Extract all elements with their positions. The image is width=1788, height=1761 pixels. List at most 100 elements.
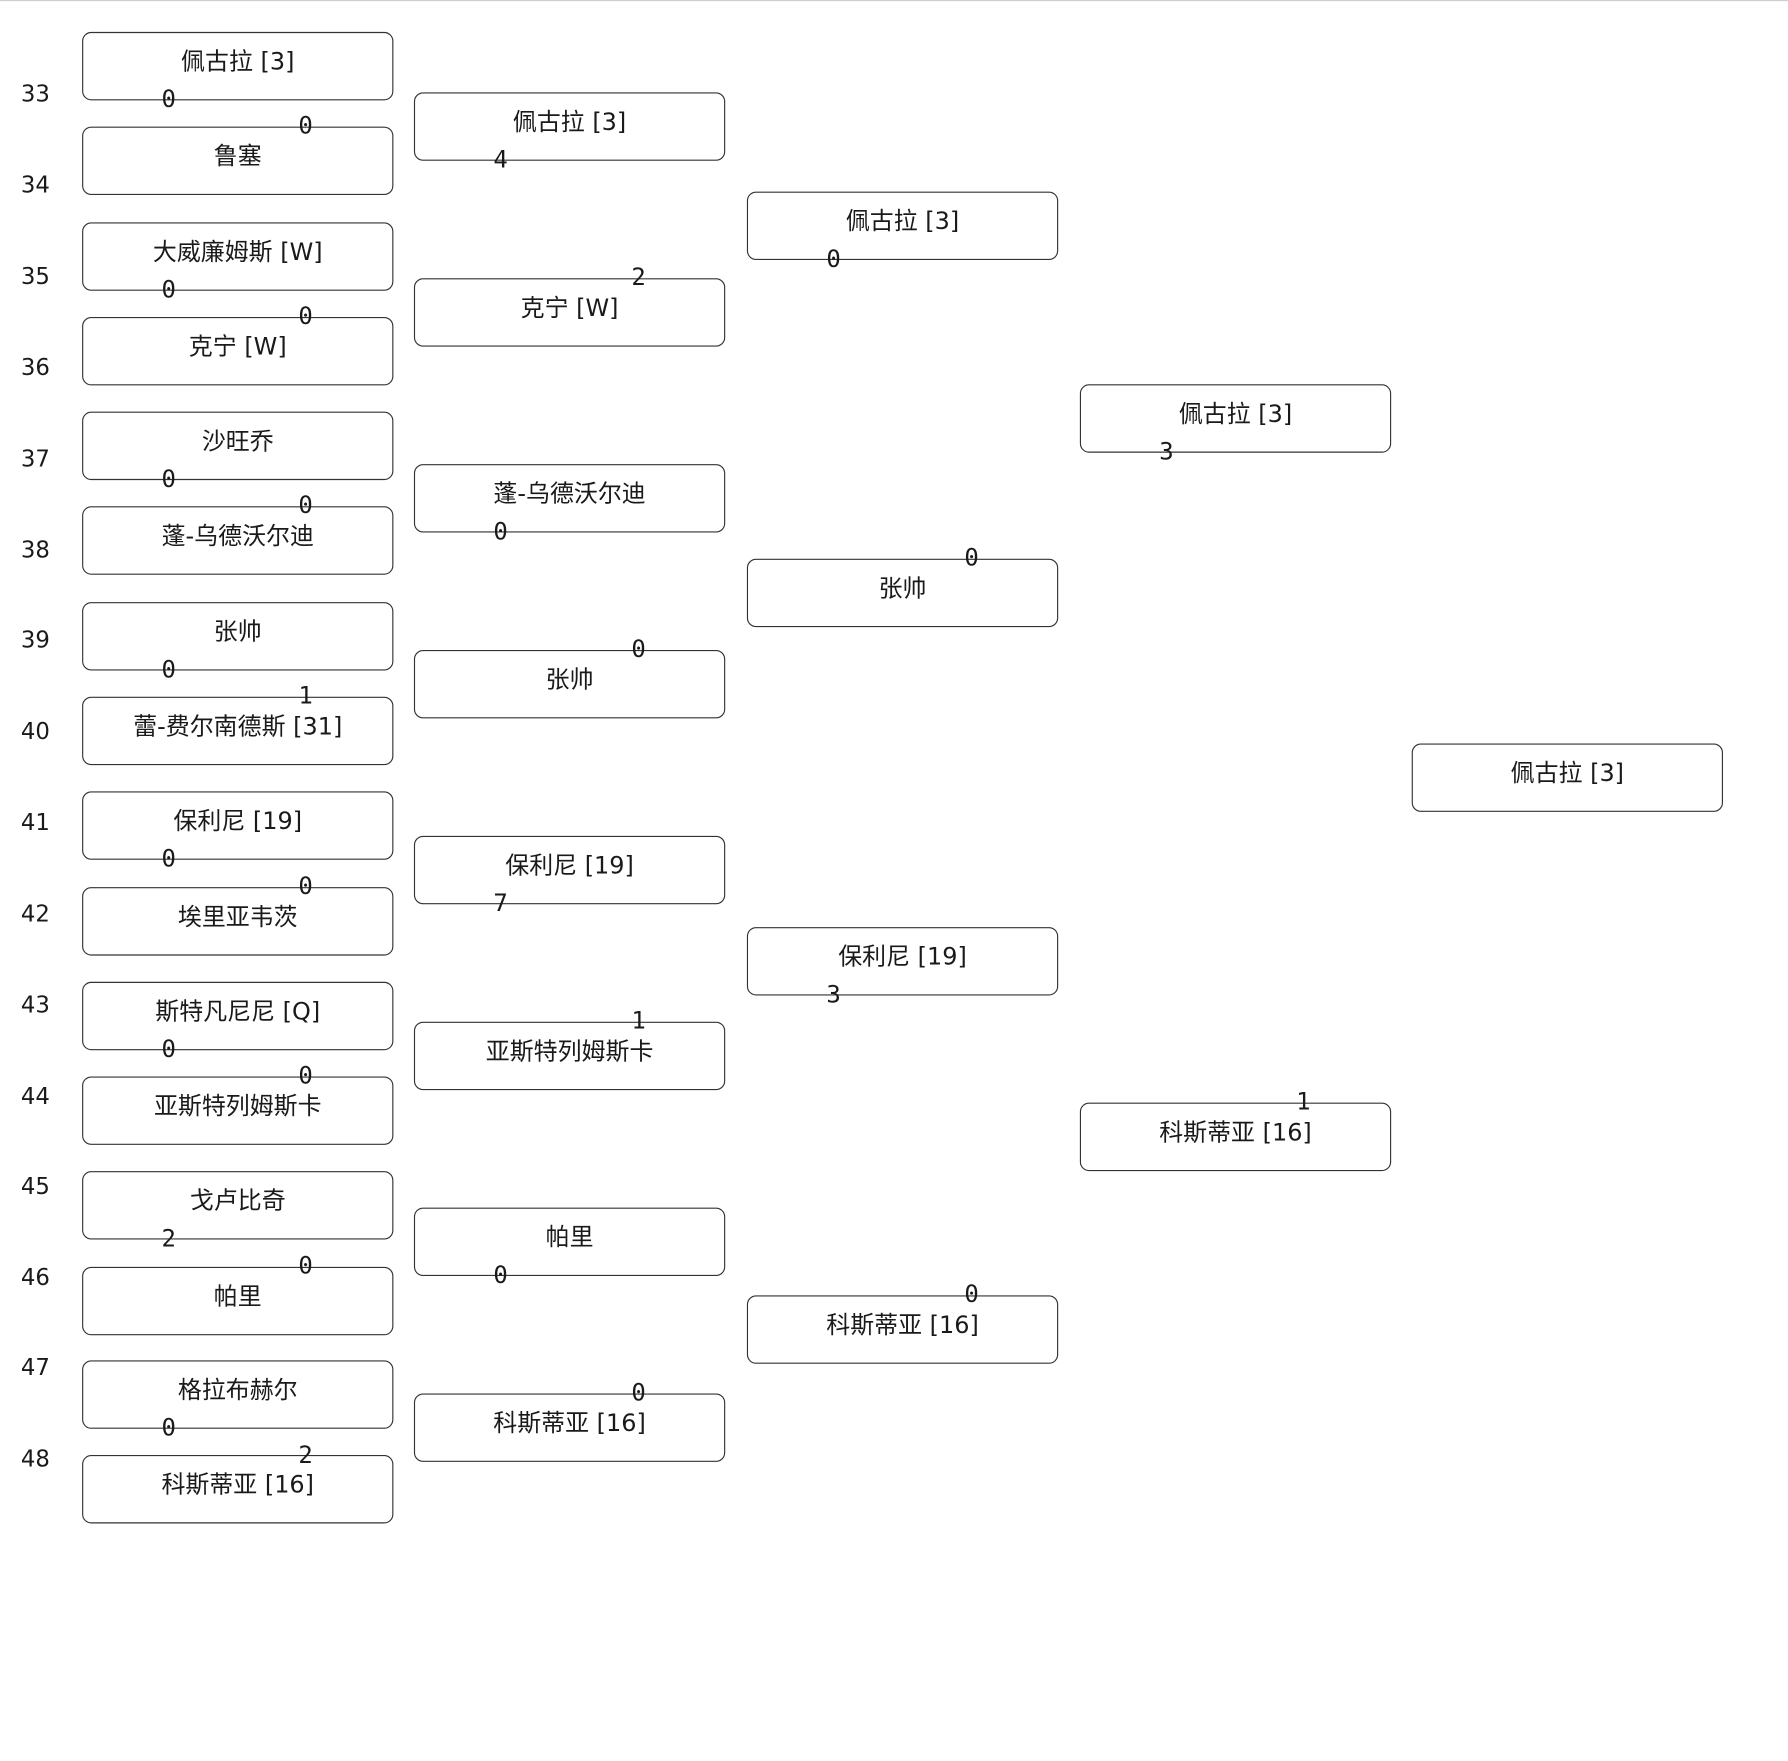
match-score: 0 bbox=[964, 543, 979, 572]
match-slot-final[interactable]: 佩古拉 [3] bbox=[1411, 743, 1723, 812]
player-name: 帕里 bbox=[213, 1282, 262, 1311]
seed-number: 40 bbox=[20, 717, 50, 745]
seed-number: 44 bbox=[20, 1082, 50, 1110]
player-name: 张帅 bbox=[545, 665, 594, 694]
match-score: 0 bbox=[161, 465, 176, 493]
seed-number: 39 bbox=[20, 626, 50, 654]
match-slot-round3[interactable]: 佩古拉 [3] bbox=[746, 191, 1059, 260]
player-name: 亚斯特列姆斯卡 bbox=[485, 1037, 654, 1066]
match-score: 0 bbox=[631, 1378, 646, 1406]
match-slot-round3[interactable]: 科斯蒂亚 [16] bbox=[746, 1295, 1059, 1364]
seed-number: 35 bbox=[20, 262, 50, 290]
match-slot-round1[interactable]: 鲁塞 bbox=[82, 126, 394, 195]
seed-number: 41 bbox=[20, 808, 50, 836]
match-score: 0 bbox=[298, 302, 313, 330]
match-score: 4 bbox=[493, 145, 508, 174]
player-name: 埃里亚韦茨 bbox=[177, 903, 298, 931]
match-slot-round2[interactable]: 张帅 bbox=[413, 649, 726, 719]
player-name: 鲁塞 bbox=[213, 142, 262, 170]
match-slot-round4[interactable]: 科斯蒂亚 [16] bbox=[1079, 1102, 1392, 1172]
seed-number: 48 bbox=[20, 1444, 50, 1473]
match-score: 0 bbox=[161, 1035, 176, 1063]
seed-number: 45 bbox=[20, 1172, 50, 1200]
match-slot-round1[interactable]: 格拉布赫尔 bbox=[82, 1360, 394, 1429]
match-score: 0 bbox=[493, 517, 508, 546]
match-slot-round1[interactable]: 斯特凡尼尼 [Q] bbox=[82, 981, 394, 1051]
match-slot-round1[interactable]: 蕾-费尔南德斯 [31] bbox=[82, 696, 394, 766]
match-slot-round2[interactable]: 蓬-乌德沃尔迪 bbox=[413, 464, 726, 533]
match-slot-round2[interactable]: 亚斯特列姆斯卡 bbox=[413, 1021, 726, 1091]
player-name: 保利尼 [19] bbox=[838, 943, 967, 971]
match-slot-round2[interactable]: 保利尼 [19] bbox=[413, 835, 726, 905]
match-slot-round2[interactable]: 克宁 [W] bbox=[413, 278, 726, 347]
player-name: 亚斯特列姆斯卡 bbox=[153, 1092, 322, 1120]
match-slot-round1[interactable]: 佩古拉 [3] bbox=[82, 31, 394, 101]
match-score: 0 bbox=[631, 635, 646, 663]
match-score: 2 bbox=[161, 1224, 176, 1253]
match-slot-round1[interactable]: 亚斯特列姆斯卡 bbox=[82, 1076, 394, 1145]
player-name: 克宁 [W] bbox=[520, 294, 619, 322]
match-slot-round3[interactable]: 保利尼 [19] bbox=[746, 927, 1059, 996]
match-slot-round1[interactable]: 蓬-乌德沃尔迪 bbox=[82, 506, 394, 575]
player-name: 佩古拉 [3] bbox=[845, 207, 960, 235]
player-name: 斯特凡尼尼 [Q] bbox=[155, 997, 321, 1026]
player-name: 科斯蒂亚 [16] bbox=[826, 1311, 979, 1339]
match-slot-round2[interactable]: 佩古拉 [3] bbox=[413, 92, 726, 161]
match-score: 0 bbox=[298, 872, 313, 900]
match-slot-round1[interactable]: 保利尼 [19] bbox=[82, 791, 394, 860]
match-slot-round1[interactable]: 张帅 bbox=[82, 602, 394, 671]
seed-number: 36 bbox=[20, 353, 50, 381]
match-score: 1 bbox=[631, 1006, 646, 1035]
player-name: 蓬-乌德沃尔迪 bbox=[493, 480, 646, 508]
player-name: 佩古拉 [3] bbox=[1178, 400, 1293, 428]
match-slot-round2[interactable]: 科斯蒂亚 [16] bbox=[413, 1393, 726, 1462]
player-name: 科斯蒂亚 [16] bbox=[161, 1470, 315, 1499]
match-slot-round4[interactable]: 佩古拉 [3] bbox=[1079, 384, 1392, 453]
seed-number: 37 bbox=[20, 444, 50, 473]
match-score: 0 bbox=[298, 491, 313, 519]
player-name: 保利尼 [19] bbox=[505, 851, 634, 880]
top-divider bbox=[0, 0, 1788, 2]
match-score: 1 bbox=[298, 681, 313, 710]
match-score: 0 bbox=[298, 111, 313, 140]
match-slot-round1[interactable]: 沙旺乔 bbox=[82, 411, 394, 481]
match-score: 0 bbox=[298, 1252, 313, 1280]
match-slot-round3[interactable]: 张帅 bbox=[746, 558, 1059, 628]
match-slot-round1[interactable]: 埃里亚韦茨 bbox=[82, 887, 394, 956]
player-name: 蓬-乌德沃尔迪 bbox=[161, 522, 314, 550]
player-name: 保利尼 [19] bbox=[173, 807, 303, 835]
match-score: 3 bbox=[1159, 437, 1174, 466]
player-name: 戈卢比奇 bbox=[189, 1187, 286, 1215]
player-name: 克宁 [W] bbox=[188, 332, 287, 361]
player-name: 佩古拉 [3] bbox=[1510, 759, 1625, 787]
seed-number: 43 bbox=[20, 990, 50, 1019]
match-score: 0 bbox=[493, 1261, 508, 1289]
player-name: 科斯蒂亚 [16] bbox=[1159, 1118, 1312, 1147]
match-slot-round1[interactable]: 克宁 [W] bbox=[82, 317, 394, 386]
match-slot-round1[interactable]: 大威廉姆斯 [W] bbox=[82, 222, 394, 291]
seed-number: 42 bbox=[20, 899, 50, 928]
player-name: 大威廉姆斯 [W] bbox=[152, 238, 323, 266]
match-score: 1 bbox=[1296, 1087, 1311, 1116]
match-score: 0 bbox=[298, 1061, 313, 1089]
match-slot-round1[interactable]: 戈卢比奇 bbox=[82, 1171, 394, 1240]
player-name: 佩古拉 [3] bbox=[512, 108, 627, 136]
match-slot-round1[interactable]: 科斯蒂亚 [16] bbox=[82, 1455, 394, 1524]
match-score: 0 bbox=[161, 1413, 176, 1442]
seed-number: 38 bbox=[20, 535, 50, 564]
match-score: 0 bbox=[161, 655, 176, 684]
match-score: 0 bbox=[964, 1280, 979, 1308]
match-score: 2 bbox=[298, 1441, 313, 1469]
match-score: 0 bbox=[161, 844, 176, 873]
match-score: 0 bbox=[826, 245, 841, 273]
player-name: 帕里 bbox=[545, 1223, 594, 1251]
match-slot-round1[interactable]: 帕里 bbox=[82, 1266, 394, 1336]
match-slot-round2[interactable]: 帕里 bbox=[413, 1207, 726, 1276]
match-score: 0 bbox=[161, 275, 176, 304]
player-name: 格拉布赫尔 bbox=[177, 1376, 298, 1404]
player-name: 佩古拉 [3] bbox=[181, 47, 295, 76]
player-name: 张帅 bbox=[878, 574, 927, 603]
seed-number: 46 bbox=[20, 1263, 50, 1291]
seed-number: 34 bbox=[20, 171, 50, 199]
